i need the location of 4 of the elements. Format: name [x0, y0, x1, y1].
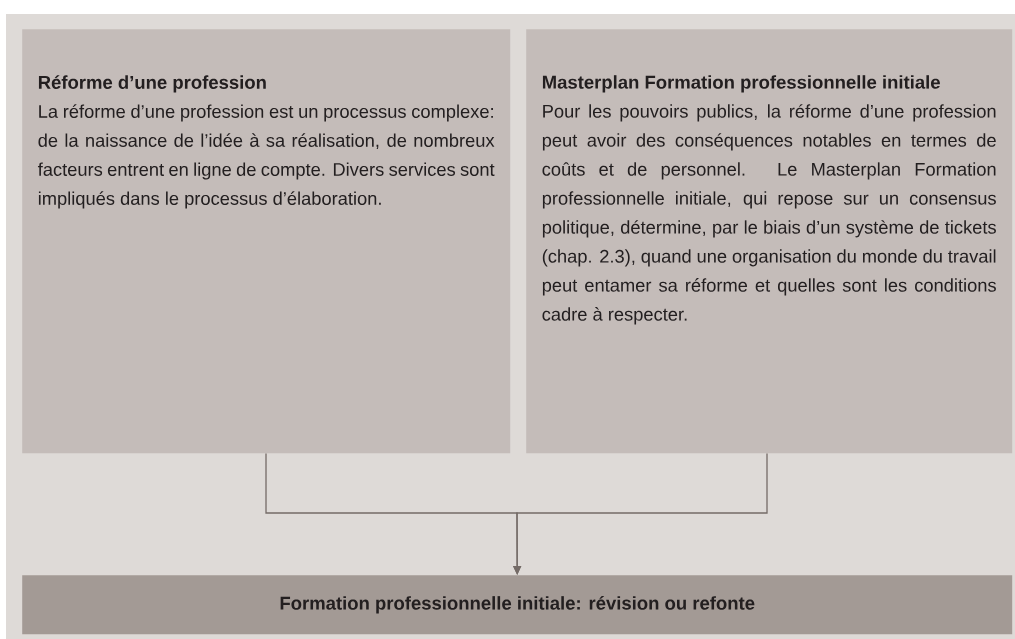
text-card: Réforme d’une profession La réforme d’une profession est un processus complexe: de la naissance de l’idée à sa réalisation, de nombreux facteurs entrent en ligne de compte. Divers services sont impliqués dans le processus d’élaboration. — [22, 29, 511, 454]
text-card: Masterplan Formation professionnelle initiale Pour les pouvoirs publics, la réforme d’une profession peut avoir des conséquences notables en termes de coûts et de personnel. Le Masterplan Formation professionnelle initiale, qui repose sur un consensus politique, détermine, par le biais d’un système de tickets (chap. 2.3), quand une organisation du monde du travail peut entamer sa réforme et quelles sont les conditions cadre à respecter. — [526, 29, 1013, 454]
arrow — [513, 452, 768, 575]
result-bar: Formation professionnelle initiale: révision ou refonte — [22, 575, 1013, 635]
